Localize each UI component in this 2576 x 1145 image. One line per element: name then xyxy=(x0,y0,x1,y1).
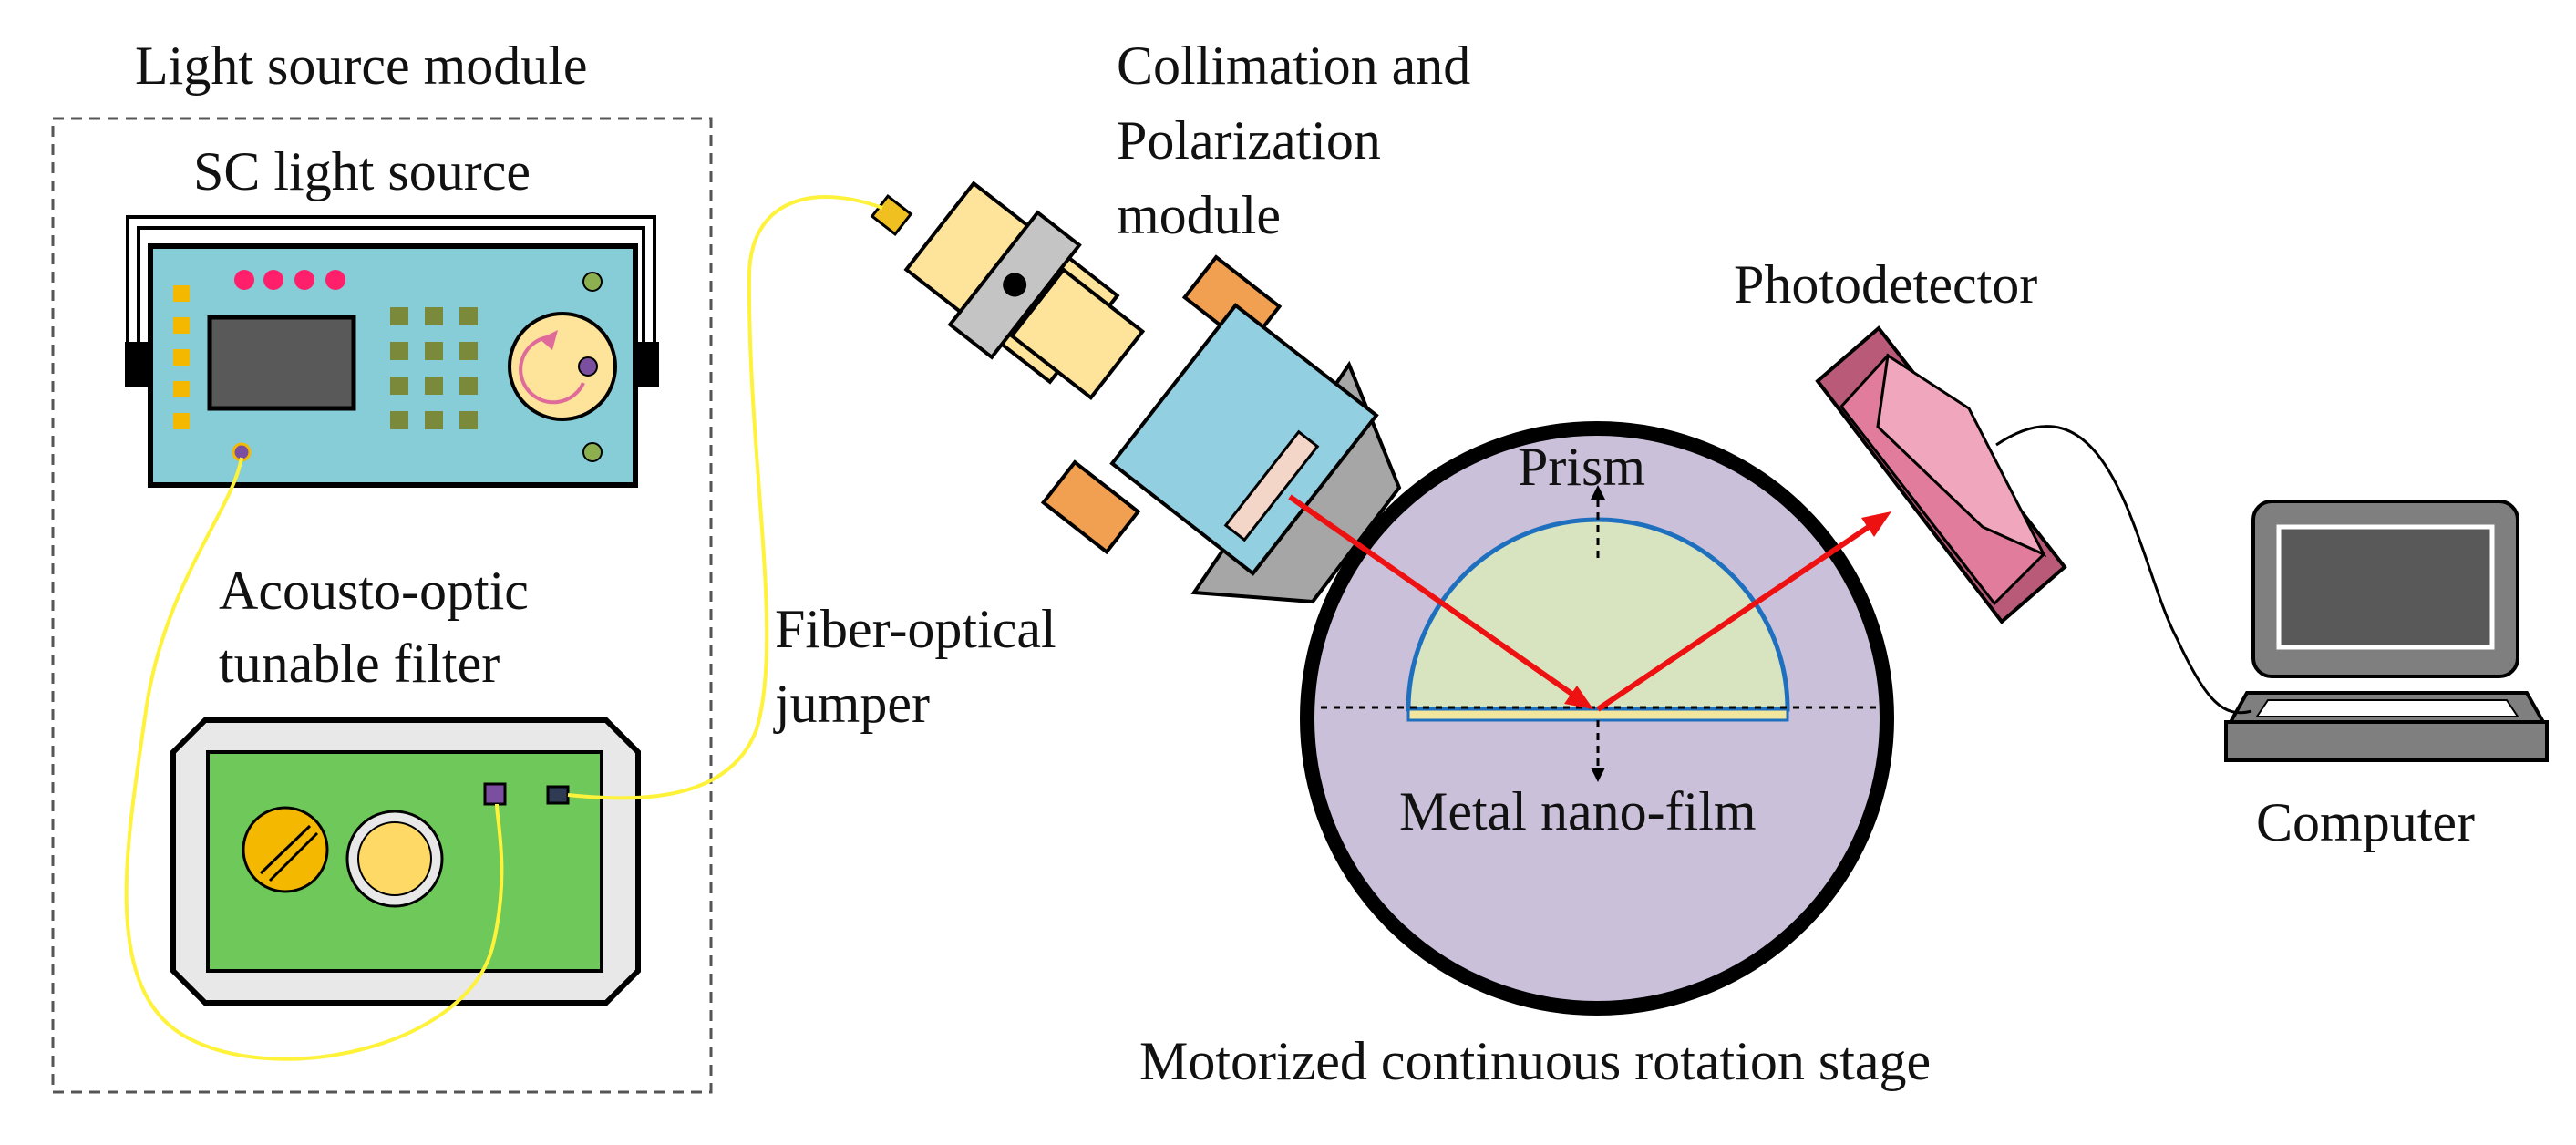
photodetector-label: Photodetector xyxy=(1734,254,2037,315)
light-source-module-box xyxy=(51,117,713,1094)
metal-nano-film-layer xyxy=(1406,707,1789,722)
aotf-icon xyxy=(170,717,641,1006)
collimation-label-line3: module xyxy=(1117,185,1281,245)
fiber-label-line2: jumper xyxy=(773,674,930,734)
light-source-module-label: Light source module xyxy=(135,36,588,96)
collimation-label-line1: Collimation and xyxy=(1117,36,1470,96)
aotf-label-line2: tunable filter xyxy=(219,634,500,694)
prism-icon xyxy=(1406,517,1790,722)
rotation-stage-label: Motorized continuous rotation stage xyxy=(1139,1031,1931,1091)
fiber-label-line1: Fiber-optical xyxy=(775,599,1056,659)
computer-label: Computer xyxy=(2256,792,2475,852)
metal-film-label: Metal nano-film xyxy=(1399,781,1757,841)
sc-light-source-icon xyxy=(125,215,659,488)
collimation-label-line2: Polarization xyxy=(1117,110,1381,170)
prism-label: Prism xyxy=(1518,437,1645,497)
photodetector-icon xyxy=(1815,325,2067,624)
collimator-icon xyxy=(870,181,1402,604)
sc-light-source-label: SC light source xyxy=(193,141,531,201)
computer-icon xyxy=(2224,500,2549,762)
aotf-label-line1: Acousto-optic xyxy=(219,561,529,621)
